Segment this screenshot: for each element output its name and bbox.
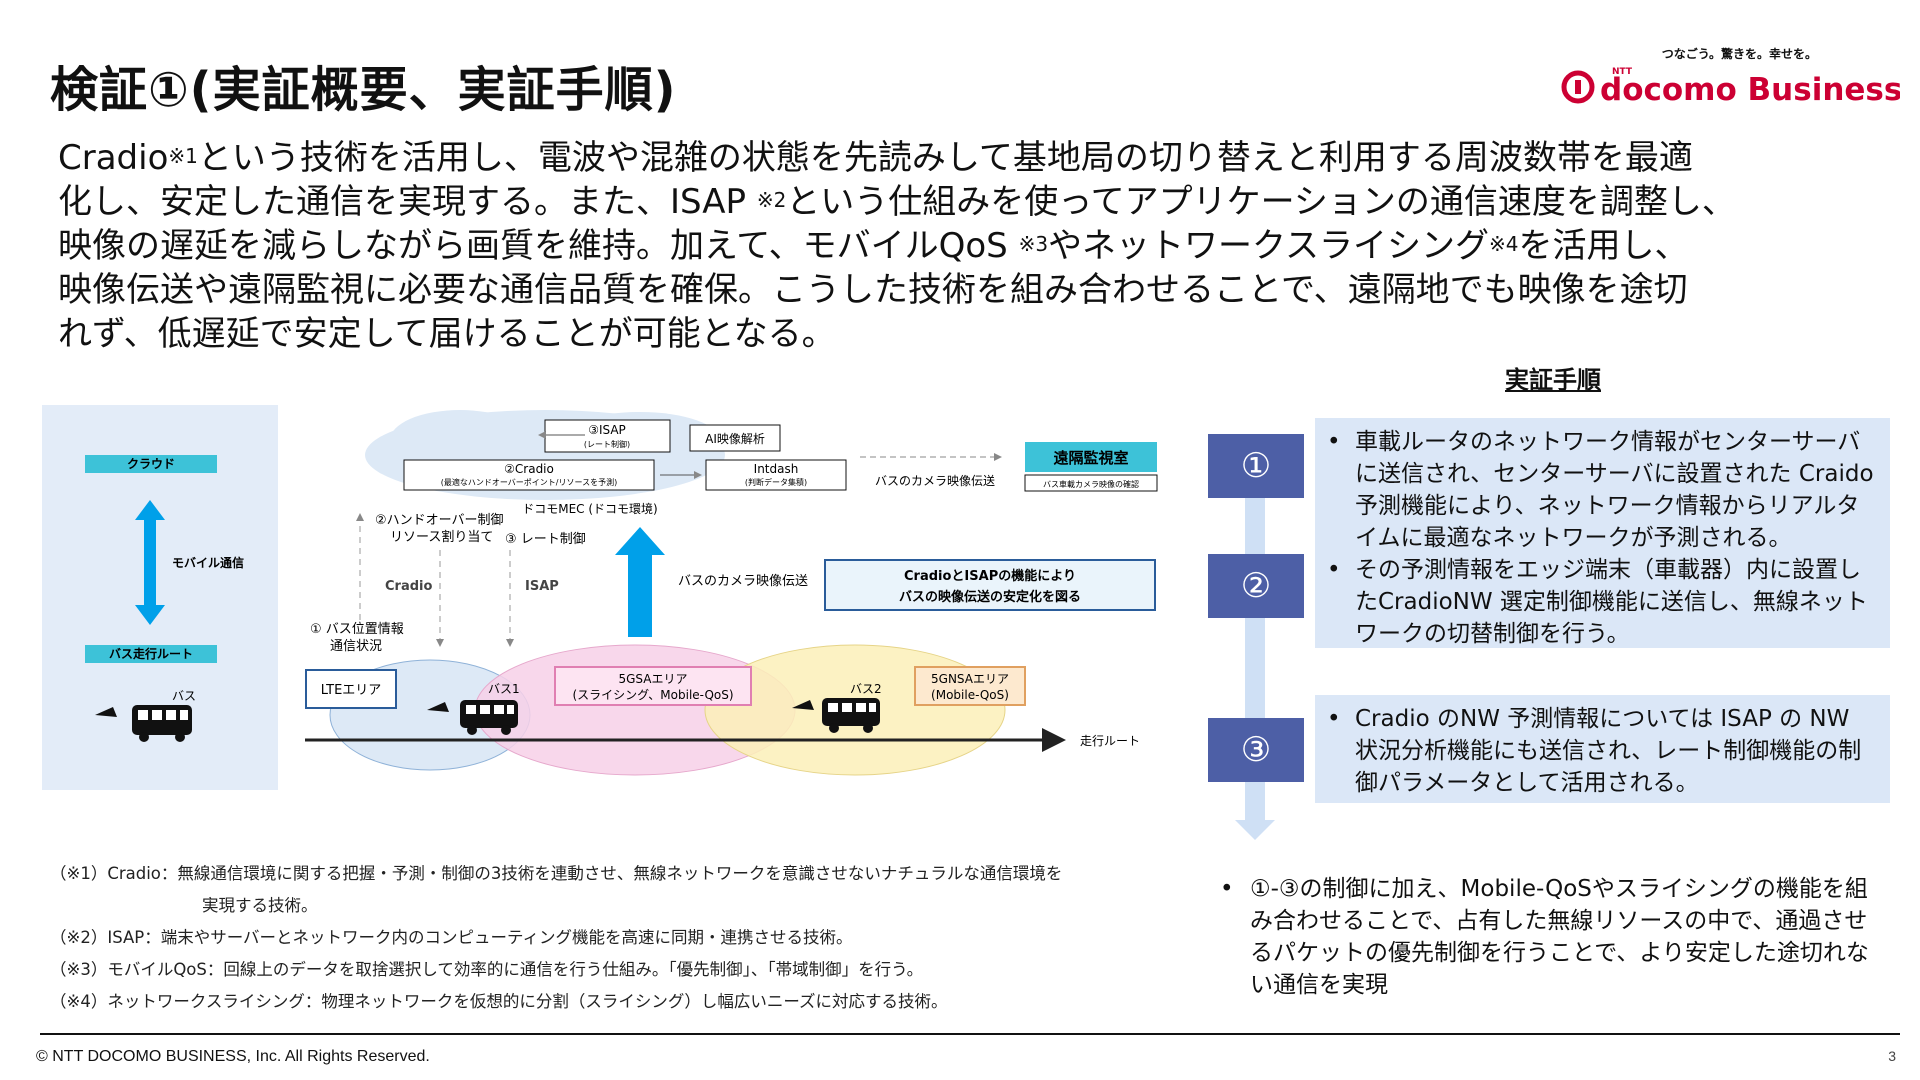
mobile-arrow-icon <box>135 500 165 625</box>
bus1-label: バス1 <box>488 682 520 696</box>
bus-icon <box>132 705 192 742</box>
upload-arrow-icon <box>615 527 665 637</box>
bus1-icon <box>460 700 518 735</box>
svg-text:(判断データ集積): (判断データ集積) <box>745 477 807 487</box>
svg-text:AI映像解析: AI映像解析 <box>705 432 765 446</box>
svg-text:③ISAP: ③ISAP <box>588 423 626 437</box>
svg-text:5GNSAエリア: 5GNSAエリア <box>931 672 1009 686</box>
rate-control-label: ③ レート制御 <box>505 532 586 547</box>
intdash-box <box>705 459 847 491</box>
stabilize-box <box>824 559 1156 611</box>
procedure-item-3: Cradio のNW 予測情報については ISAP の NW 状況分析機能にも送… <box>1327 703 1878 799</box>
procedure-title: 実証手順 <box>1505 366 1601 394</box>
step-3-number: ③ <box>1208 718 1304 782</box>
isap-box <box>544 419 671 453</box>
mec-label: ドコモMEC (ドコモ環境) <box>522 501 658 516</box>
footer-rule <box>40 1033 1900 1035</box>
legend-route: バス走行ルート <box>109 646 193 661</box>
tagline: つなごう。驚きを。幸せを。 <box>1661 47 1817 61</box>
step-1-number: ① <box>1208 434 1304 498</box>
cradio-label: Cradio <box>385 579 432 594</box>
footnote-1-cont: 実現する技術。 <box>202 896 318 915</box>
bus-position-label-2: 通信状況 <box>330 639 382 654</box>
footnote-3: （※3）モバイルQoS：回線上のデータを取捨選択して効率的に通信を行う仕組み。「… <box>50 960 924 979</box>
logo-ntt: NTT <box>1612 67 1633 77</box>
intro-paragraph: Cradio※1という技術を活用し、電波や混雑の状態を先読みして基地局の切り替え… <box>58 138 1736 354</box>
legend-mobile: モバイル通信 <box>172 555 244 570</box>
svg-text:(スライシング、Mobile-QoS): (スライシング、Mobile-QoS) <box>572 688 733 702</box>
bus1-camera-icon <box>427 702 449 712</box>
bus2-camera-icon <box>792 700 814 710</box>
legend-cloud: クラウド <box>127 457 175 471</box>
svg-text:CradioとISAPの機能により: CradioとISAPの機能により <box>904 568 1076 584</box>
remote-room-box <box>1025 442 1157 472</box>
svg-text:LTEエリア: LTEエリア <box>321 683 382 698</box>
svg-text:(Mobile-QoS): (Mobile-QoS) <box>931 688 1009 702</box>
bus2-label: バス2 <box>850 682 882 696</box>
page-title: 検証①(実証概要、実証手順) <box>50 62 677 118</box>
isap-label: ISAP <box>525 579 559 594</box>
bus2-icon <box>822 698 880 733</box>
logo-text: docomo Business <box>1600 72 1900 108</box>
procedure-item-1: 車載ルータのネットワーク情報がセンターサーバに送信され、センターサーバに設置され… <box>1327 426 1878 554</box>
legend-cloud-box <box>85 455 217 473</box>
svg-text:Intdash: Intdash <box>754 462 799 476</box>
procedure-box-2: Cradio のNW 予測情報については ISAP の NW 状況分析機能にも送… <box>1315 695 1890 803</box>
5gsa-area-box <box>554 666 752 706</box>
page-number: 3 <box>1888 1048 1896 1064</box>
handover-label-2: リソース割り当て <box>390 529 493 545</box>
footnote-2: （※2）ISAP：端末やサーバーとネットワーク内のコンピューティング機能を高速に… <box>50 928 853 947</box>
docomo-business-logo: NTT docomo Business <box>1560 60 1902 110</box>
cradio-box <box>403 459 655 491</box>
remote-room-sub: バス車載カメラ映像の確認 <box>1043 479 1139 489</box>
network-diagram: クラウド モバイル通信 バス走行ルート バス ③ISAP (レート制御) AI映… <box>40 405 1200 795</box>
copyright: © NTT DOCOMO BUSINESS, Inc. All Rights R… <box>36 1048 430 1065</box>
camera-icon <box>95 707 117 717</box>
5gnsa-area-box <box>914 666 1026 706</box>
footnote-1: （※1）Cradio：無線通信環境に関する把握・予測・制御の3技術を連動させ、無… <box>50 864 1063 883</box>
svg-text:遠隔監視室: 遠隔監視室 <box>1053 449 1128 467</box>
bus-position-label-1: ① バス位置情報 <box>310 622 404 637</box>
svg-text:(最適なハンドオーバーポイント/リソースを予測): (最適なハンドオーバーポイント/リソースを予測) <box>441 477 617 487</box>
svg-text:(レート制御): (レート制御) <box>584 439 630 449</box>
camera-transfer-mid: バスのカメラ映像伝送 <box>678 574 808 589</box>
svg-text:5GSAエリア: 5GSAエリア <box>619 672 688 686</box>
svg-text:バスの映像伝送の安定化を図る: バスの映像伝送の安定化を図る <box>899 589 1081 605</box>
legend-route-box <box>85 645 217 663</box>
procedure-item-2: その予測情報をエッジ端末（車載器）内に設置したCradioNW 選定制御機能に送… <box>1327 554 1878 650</box>
footnote-4: （※4）ネットワークスライシング：物理ネットワークを仮想的に分割（スライシング）… <box>50 992 948 1011</box>
handover-label-1: ②ハンドオーバー制御 <box>375 513 504 528</box>
camera-transfer-top: バスのカメラ映像伝送 <box>875 473 995 488</box>
ai-box <box>689 424 781 452</box>
procedure-box-1: 車載ルータのネットワーク情報がセンターサーバに送信され、センターサーバに設置され… <box>1315 418 1890 648</box>
svg-text:②Cradio: ②Cradio <box>504 462 554 476</box>
route-label: 走行ルート <box>1080 734 1140 748</box>
lte-area-box <box>305 669 397 709</box>
footnotes: （※1）Cradio：無線通信環境に関する把握・予測・制御の3技術を連動させ、無… <box>50 858 1062 1018</box>
bottom-note: ①-③の制御に加え、Mobile-QoSやスライシングの機能を組み合わせることで… <box>1220 873 1890 1001</box>
step-2-number: ② <box>1208 554 1304 618</box>
legend-bus: バス <box>172 689 196 703</box>
